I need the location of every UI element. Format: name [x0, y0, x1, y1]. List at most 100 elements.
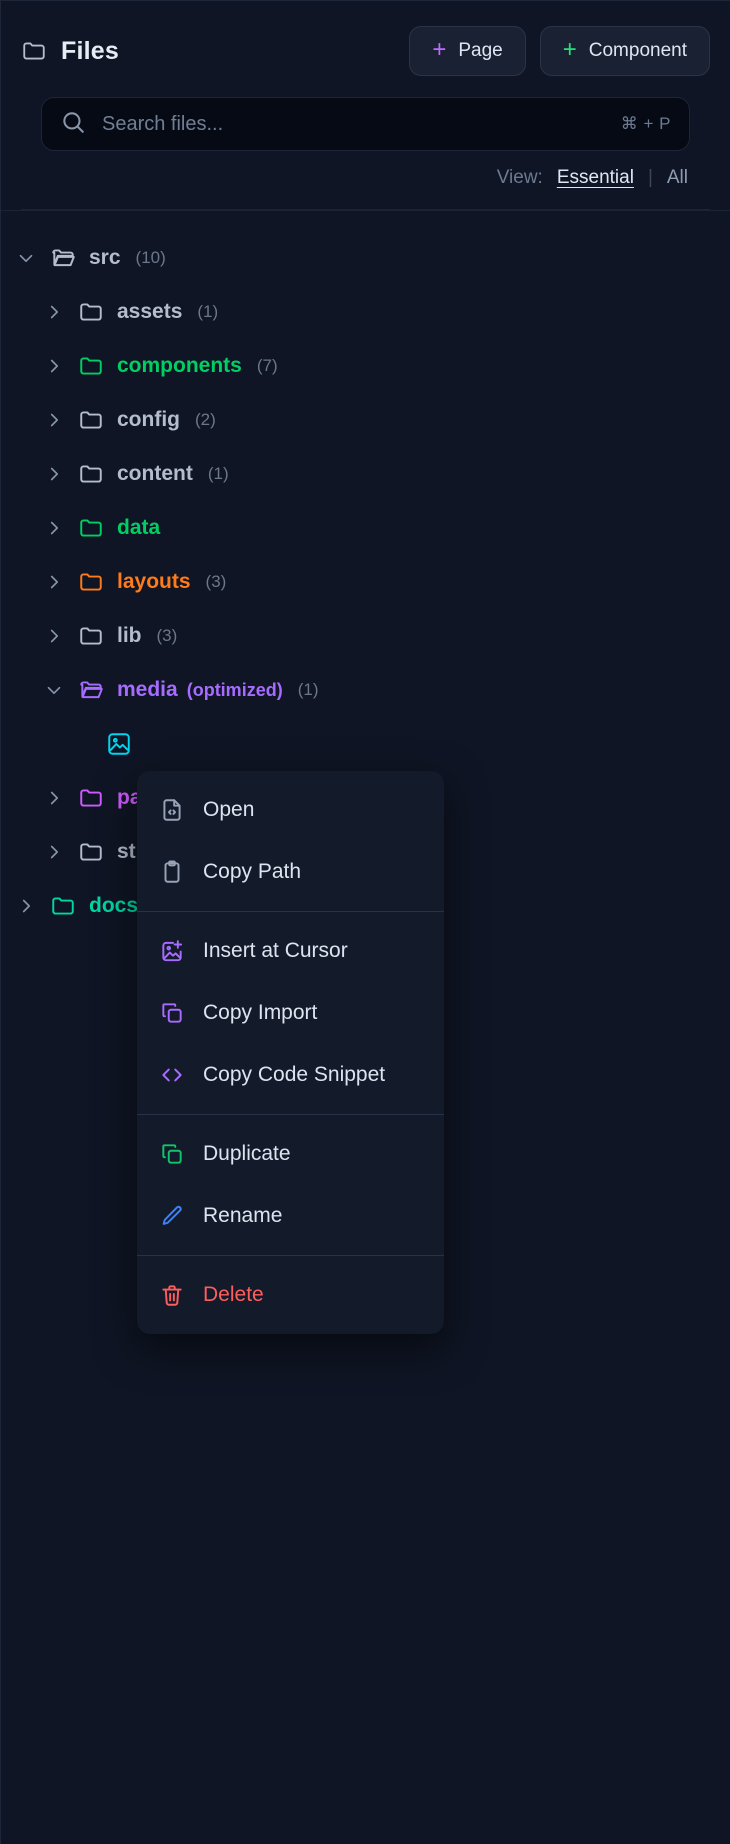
menu-item-label: Open — [203, 798, 255, 821]
tree-row[interactable]: src (10) — [1, 231, 730, 285]
search-input[interactable]: Search files... ⌘ + P — [41, 97, 690, 151]
add-component-label: Component — [588, 40, 687, 61]
tree-item-label: components — [117, 354, 242, 377]
chevron-right-icon[interactable] — [43, 625, 65, 647]
folder-icon — [78, 623, 104, 649]
folder-icon — [78, 407, 104, 433]
file-code-icon — [159, 797, 185, 823]
tree-row[interactable]: pa — [1, 771, 730, 825]
chevron-right-icon[interactable] — [43, 463, 65, 485]
context-menu-group: Delete — [137, 1255, 444, 1334]
tree-item-count: (1) — [207, 464, 229, 483]
chevron-right-icon[interactable] — [43, 787, 65, 809]
tree-row[interactable]: docs — [1, 879, 730, 933]
tree-item-label: docs — [89, 894, 139, 917]
folder-icon — [78, 839, 104, 865]
search-placeholder: Search files... — [102, 112, 224, 135]
add-page-button[interactable]: + Page — [409, 26, 526, 76]
menu-item-copy-import[interactable]: Copy Import — [137, 982, 444, 1044]
view-separator: | — [647, 167, 653, 188]
add-component-button[interactable]: + Component — [539, 26, 710, 76]
tree-item-count: (3) — [205, 572, 227, 591]
search-shortcut: ⌘ + P — [620, 114, 671, 133]
tree-item-label: lib — [117, 624, 142, 647]
tree-item-label: content — [117, 462, 193, 485]
tree-row[interactable]: layouts (3) — [1, 555, 730, 609]
menu-item-label: Copy Code Snippet — [203, 1063, 386, 1086]
image-plus-icon — [159, 938, 185, 964]
tree-row[interactable]: content (1) — [1, 447, 730, 501]
view-label: View: — [496, 167, 543, 188]
chevron-right-icon[interactable] — [43, 571, 65, 593]
tree-item-label: assets — [117, 300, 183, 323]
tree-row[interactable] — [1, 717, 730, 771]
chevron-right-icon[interactable] — [43, 355, 65, 377]
copy-icon — [159, 1141, 185, 1167]
menu-item-copy-path[interactable]: Copy Path — [137, 841, 444, 903]
image-file-icon — [106, 731, 132, 757]
menu-item-label: Duplicate — [203, 1142, 291, 1165]
folder-icon — [78, 461, 104, 487]
menu-item-duplicate[interactable]: Duplicate — [137, 1123, 444, 1185]
tree-item-count: (1) — [197, 302, 219, 321]
tree-item-label: media — [117, 678, 178, 701]
pencil-icon — [159, 1203, 185, 1229]
chevron-right-icon[interactable] — [43, 841, 65, 863]
tree-item-label: src — [89, 246, 121, 269]
file-tree: src(10)assets(1)components(7)config(2)co… — [1, 211, 730, 933]
tree-row[interactable]: media (optimized) (1) — [1, 663, 730, 717]
folder-icon — [78, 569, 104, 595]
chevron-right-icon[interactable] — [43, 409, 65, 431]
plus-icon: + — [562, 36, 577, 63]
tree-item-label: config — [117, 408, 180, 431]
tree-item-label: data — [117, 516, 161, 539]
copy-icon — [159, 1000, 185, 1026]
view-option-all[interactable]: All — [666, 167, 688, 188]
chevron-right-icon[interactable] — [43, 517, 65, 539]
tree-row[interactable]: st — [1, 825, 730, 879]
tree-item-label: layouts — [117, 570, 191, 593]
menu-item-label: Insert at Cursor — [203, 939, 348, 962]
chevron-right-icon[interactable] — [15, 895, 37, 917]
tree-item-count: (7) — [256, 356, 278, 375]
menu-item-label: Copy Path — [203, 860, 302, 883]
tree-row[interactable]: assets (1) — [1, 285, 730, 339]
folder-icon — [78, 299, 104, 325]
tree-row[interactable]: data — [1, 501, 730, 555]
folder-icon — [78, 785, 104, 811]
folder-icon — [78, 515, 104, 541]
tree-item-tag: (optimized) — [186, 679, 283, 700]
add-page-label: Page — [458, 40, 503, 61]
chevron-down-icon[interactable] — [43, 679, 65, 701]
folder-open-icon — [50, 245, 76, 271]
tree-row[interactable]: lib (3) — [1, 609, 730, 663]
view-option-essential[interactable]: Essential — [556, 167, 634, 188]
menu-item-delete[interactable]: Delete — [137, 1264, 444, 1326]
menu-item-open[interactable]: Open — [137, 779, 444, 841]
tree-item-count: (10) — [135, 248, 166, 267]
tree-item-count: (3) — [156, 626, 178, 645]
menu-item-copy-code-snippet[interactable]: Copy Code Snippet — [137, 1044, 444, 1106]
tree-row[interactable]: components (7) — [1, 339, 730, 393]
folder-icon — [21, 38, 47, 64]
menu-item-label: Rename — [203, 1204, 283, 1227]
trash-icon — [159, 1282, 185, 1308]
folder-icon — [78, 353, 104, 379]
clipboard-icon — [159, 859, 185, 885]
chevron-right-icon[interactable] — [43, 301, 65, 323]
chevron-down-icon[interactable] — [15, 247, 37, 269]
folder-icon — [50, 893, 76, 919]
menu-item-rename[interactable]: Rename — [137, 1185, 444, 1247]
menu-item-insert-at-cursor[interactable]: Insert at Cursor — [137, 920, 444, 982]
plus-icon: + — [432, 36, 447, 63]
view-toggle: View: Essential | All — [21, 167, 710, 210]
menu-item-label: Copy Import — [203, 1001, 318, 1024]
tree-row[interactable]: config(2) — [1, 393, 730, 447]
tree-item-count: (1) — [297, 680, 319, 699]
page-title: Files — [61, 36, 119, 65]
